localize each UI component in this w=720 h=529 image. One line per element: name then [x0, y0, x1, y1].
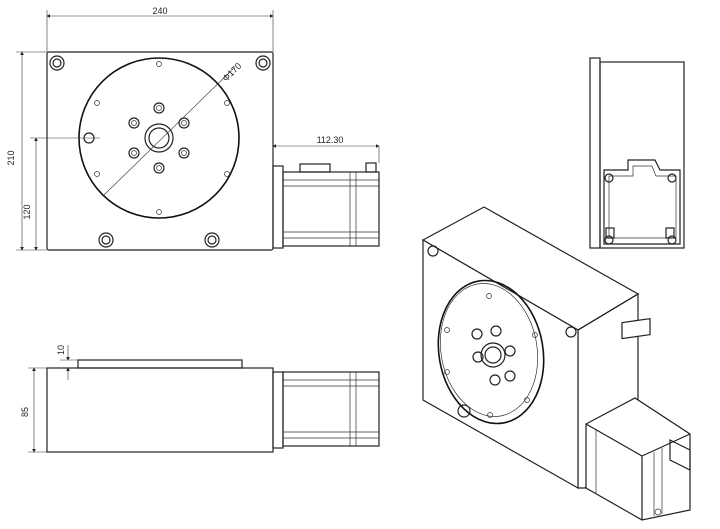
dim-motor-length-label: 112.30 — [317, 135, 344, 145]
front-view — [46, 359, 380, 453]
dim-width-label: 240 — [152, 6, 167, 16]
dim-diameter-label: Φ170 — [220, 61, 243, 84]
top-view — [46, 51, 380, 251]
dim-height-label: 210 — [6, 150, 16, 165]
dim-plate-thickness-label: 10 — [56, 345, 66, 355]
front-view-dimensions: 10 85 — [20, 345, 78, 453]
isometric-view — [421, 206, 691, 521]
dim-body-height-label: 85 — [20, 407, 30, 417]
dim-center-height-label: 120 — [22, 204, 32, 219]
top-view-dimensions: 240 210 120 Φ170 112.30 — [6, 6, 380, 251]
side-view — [589, 57, 685, 249]
